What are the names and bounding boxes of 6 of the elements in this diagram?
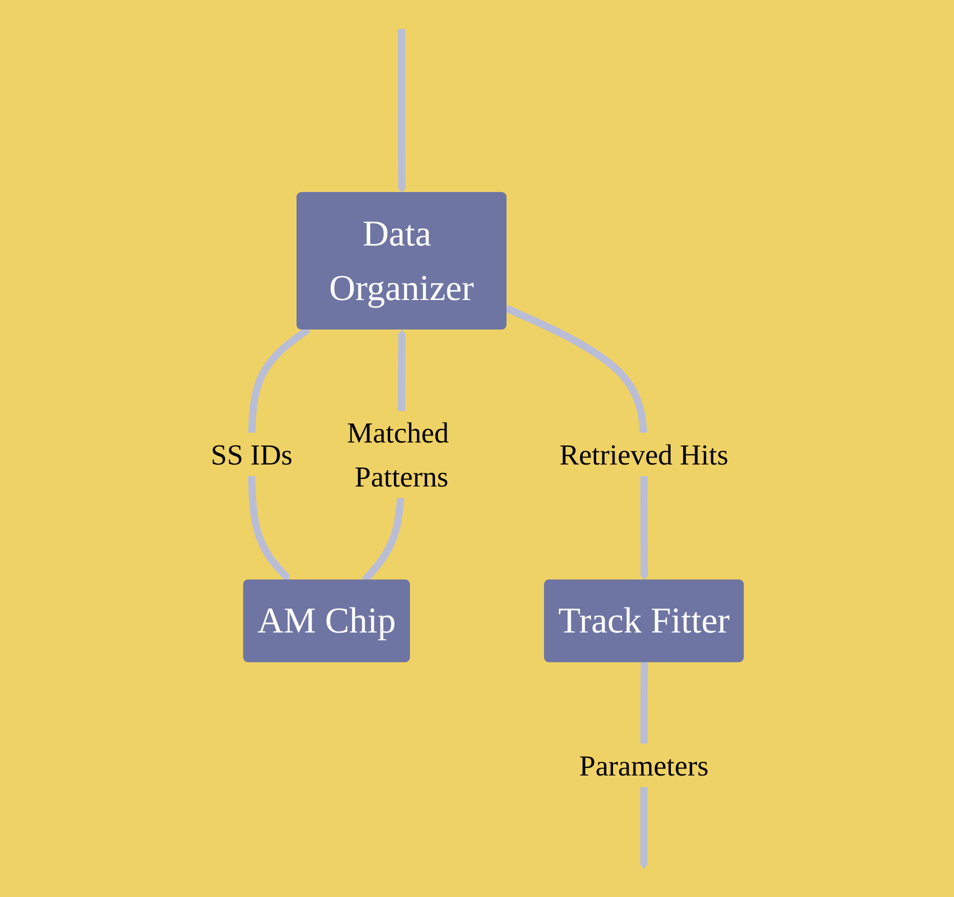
edge-label: SS IDs <box>210 438 292 470</box>
edge-label: Retrieved Hits <box>559 438 728 470</box>
edge-label: Matched Patterns <box>346 416 449 492</box>
arrow <box>398 28 406 193</box>
arrow <box>505 304 648 580</box>
edge-label: Parameters <box>579 748 709 782</box>
